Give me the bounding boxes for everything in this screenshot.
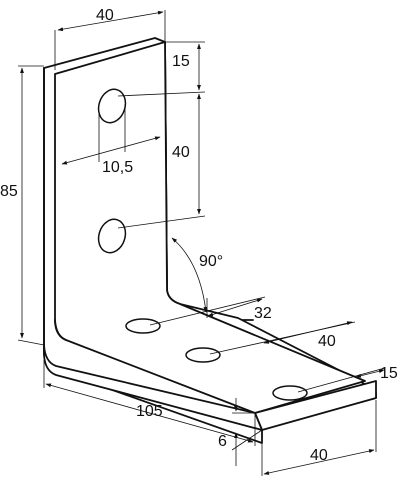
label-base-second: 40 — [318, 333, 336, 350]
dim-base-edge — [355, 369, 385, 378]
label-thickness: 6 — [218, 433, 227, 450]
bend-inner-edge — [54, 319, 67, 341]
dim-angle-arc — [171, 237, 208, 313]
hole-base-1 — [125, 318, 161, 334]
dim-top-width — [57, 10, 164, 32]
hole-base-3 — [272, 385, 308, 401]
label-hole-diameter: 10,5 — [102, 159, 133, 176]
label-top-width: 40 — [96, 7, 114, 24]
label-bottom-width: 40 — [310, 447, 328, 464]
dim-bottom-width — [263, 449, 375, 475]
label-height: 85 — [0, 183, 18, 200]
label-top-margin: 15 — [172, 53, 190, 70]
hole-upper — [97, 88, 127, 124]
label-angle: 90° — [199, 253, 223, 270]
bracket-body — [43, 37, 377, 444]
label-base-first: 32 — [254, 305, 272, 322]
dim-length — [45, 383, 254, 443]
label-base-edge: 15 — [380, 365, 398, 382]
label-hole-spacing: 40 — [172, 144, 190, 161]
dim-base-first — [207, 298, 263, 317]
label-length: 105 — [136, 403, 163, 420]
dimension-labels: 40 15 40 10,5 85 90° 32 40 15 105 6 40 — [0, 7, 398, 464]
dim-hole-diameter — [61, 136, 161, 165]
holes — [97, 88, 308, 401]
dimension-lines — [20, 10, 385, 475]
dim-base-second — [263, 321, 353, 344]
hole-base-2 — [185, 347, 221, 363]
